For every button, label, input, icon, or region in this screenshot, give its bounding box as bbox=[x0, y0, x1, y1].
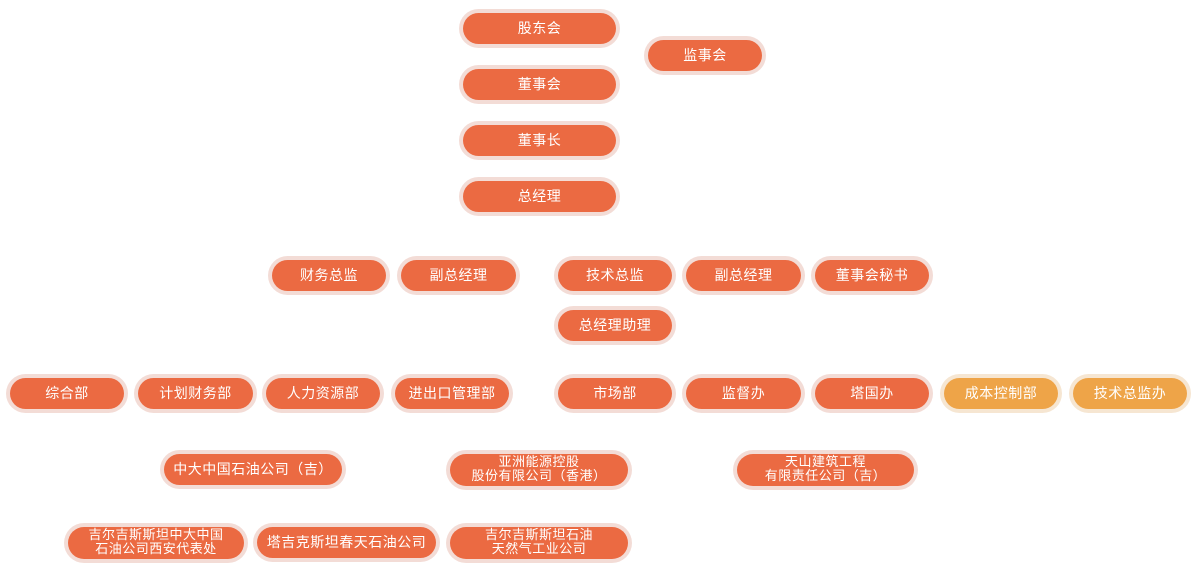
market-dept-node: 市场部 bbox=[558, 378, 672, 409]
shareholders-node: 股东会 bbox=[463, 13, 616, 44]
board-secretary-node: 董事会秘书 bbox=[815, 260, 929, 291]
cost-control-dept-node: 成本控制部 bbox=[944, 378, 1058, 409]
general-manager-node: 总经理 bbox=[463, 181, 616, 212]
chairman-node: 董事长 bbox=[463, 125, 616, 156]
tianshan-construction-company-node: 天山建筑工程 有限责任公司（吉） bbox=[737, 454, 914, 486]
tajik-office-node: 塔国办 bbox=[815, 378, 929, 409]
deputy-gm-node-1: 副总经理 bbox=[401, 260, 516, 291]
finance-director-node: 财务总监 bbox=[272, 260, 386, 291]
planning-finance-dept-node: 计划财务部 bbox=[138, 378, 253, 409]
deputy-gm-node-2: 副总经理 bbox=[686, 260, 801, 291]
supervisory-board-node: 监事会 bbox=[648, 40, 762, 71]
tajik-chuntian-company-node: 塔吉克斯坦春天石油公司 bbox=[257, 527, 436, 558]
supervision-office-node: 监督办 bbox=[686, 378, 801, 409]
gm-assistant-node: 总经理助理 bbox=[558, 310, 672, 341]
general-dept-node: 综合部 bbox=[10, 378, 124, 409]
technical-director-node: 技术总监 bbox=[558, 260, 672, 291]
board-node: 董事会 bbox=[463, 69, 616, 100]
import-export-dept-node: 进出口管理部 bbox=[395, 378, 509, 409]
asia-pacific-energy-company-node: 亚洲能源控股 股份有限公司（香港） bbox=[450, 454, 628, 486]
kyrgyz-rep-office-node: 吉尔吉斯斯坦中大中国 石油公司西安代表处 bbox=[68, 527, 244, 559]
kyrgyz-gas-company-node: 吉尔吉斯斯坦石油 天然气工业公司 bbox=[450, 527, 628, 559]
tech-supervision-office-node: 技术总监办 bbox=[1073, 378, 1187, 409]
hr-dept-node: 人力资源部 bbox=[266, 378, 380, 409]
zhongda-kyrgyz-company-node: 中大中国石油公司（吉） bbox=[164, 454, 342, 485]
